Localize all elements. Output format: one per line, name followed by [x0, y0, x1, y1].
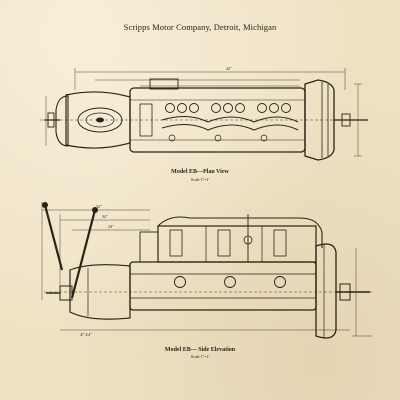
- sheet-title: Scripps Motor Company, Detroit, Michigan: [123, 22, 277, 32]
- side-dim-2: 34": [102, 214, 108, 219]
- plan-port-row-bottom: [168, 134, 268, 142]
- side-elevation-engine: 32" 34" 24" 47 3/4": [41, 202, 372, 339]
- side-elevation-caption: Model EB— Side Elevation: [164, 347, 236, 353]
- side-dim-overall: 47 3/4": [80, 332, 92, 337]
- plan-dim-overall: 42": [226, 66, 232, 71]
- plan-view-engine: 42": [40, 66, 370, 161]
- plan-view-scale: Scale 1"=1': [190, 177, 210, 182]
- side-elevation-scale: Scale 1"=1': [190, 354, 210, 359]
- plan-port-row-top: [165, 103, 291, 113]
- side-dim-3: 24": [108, 224, 114, 229]
- side-dim-1: 32": [96, 204, 102, 209]
- side-bosses: [174, 276, 286, 288]
- plan-view-caption: Model EB—Plan View: [171, 169, 229, 175]
